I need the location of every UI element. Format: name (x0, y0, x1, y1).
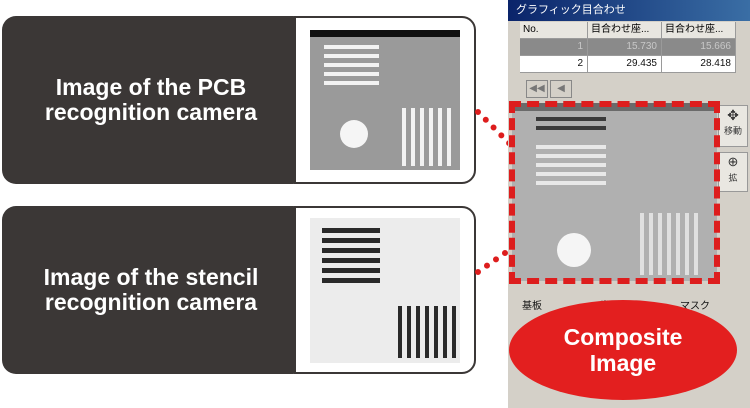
header-coord-a[interactable]: 目合わせ座... (588, 22, 662, 39)
pcb-camera-panel: Image of the PCB recognition camera (2, 16, 307, 184)
stencil-camera-label: Image of the stencil recognition camera (16, 206, 286, 374)
header-coord-b[interactable]: 目合わせ座... (662, 22, 736, 39)
composite-image-badge: Composite Image (509, 300, 737, 400)
stencil-camera-image-frame (294, 206, 476, 374)
pcb-camera-label: Image of the PCB recognition camera (16, 16, 286, 184)
base-label: 基板 (522, 301, 542, 312)
move-button-label: 移動 (723, 126, 742, 136)
stencil-camera-image (310, 218, 460, 363)
first-record-button[interactable]: ◀◀ (526, 80, 548, 98)
cell-coord-a: 15.730 (588, 39, 662, 56)
stencil-label-line2: recognition camera (44, 289, 258, 315)
badge-line1: Composite (563, 324, 683, 350)
table-row[interactable]: 2 29.435 28.418 (520, 56, 750, 73)
pcb-label-line2: recognition camera (44, 99, 258, 125)
composite-image (512, 103, 717, 281)
cell-no: 2 (520, 56, 588, 73)
pcb-label-line1: Image of the PCB (55, 74, 247, 100)
cell-coord-a: 29.435 (588, 56, 662, 73)
zoom-button-label: 拡 (728, 173, 738, 183)
zoom-button[interactable]: ⊕ 拡 (718, 152, 748, 192)
cell-coord-b: 28.418 (662, 56, 736, 73)
pcb-camera-image-frame (294, 16, 476, 184)
zoom-icon: ⊕ (727, 154, 739, 169)
table-row[interactable]: 1 15.730 15.666 (520, 39, 750, 56)
stencil-camera-panel: Image of the stencil recognition camera (2, 206, 307, 374)
alignment-table: No. 目合わせ座... 目合わせ座... 1 15.730 15.666 2 … (520, 22, 750, 73)
pcb-camera-image (310, 30, 460, 170)
cell-coord-b: 15.666 (662, 39, 736, 56)
window-title: グラフィック目合わせ (508, 0, 750, 21)
move-arrows-icon: ✥ (727, 107, 739, 123)
stencil-label-line1: Image of the stencil (43, 264, 259, 290)
cell-no: 1 (520, 39, 588, 56)
badge-line2: Image (589, 350, 657, 376)
composite-highlight-frame (509, 101, 720, 284)
table-header: No. 目合わせ座... 目合わせ座... (520, 22, 750, 39)
move-button[interactable]: ✥ 移動 (718, 105, 748, 147)
prev-record-button[interactable]: ◀ (550, 80, 572, 98)
mask-label: マスク (680, 301, 710, 312)
header-no[interactable]: No. (520, 22, 588, 39)
